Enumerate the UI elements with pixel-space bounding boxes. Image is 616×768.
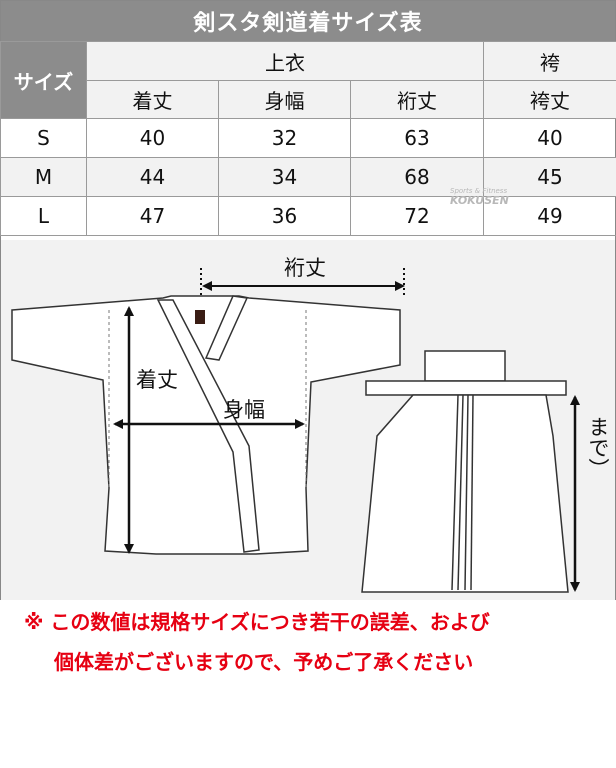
value-cell: 40 [483, 118, 616, 158]
value-cell: 63 [349, 118, 485, 158]
table-row: L 47 36 72 49 [0, 196, 616, 236]
size-cell: M [0, 157, 87, 197]
logo-tagline: Sports & Fitness [450, 187, 508, 195]
table-row: S 40 32 63 40 [0, 118, 616, 158]
disclaimer-line-2: 個体差がございますので、予めご了承ください [54, 650, 474, 674]
column-header: 着丈 [86, 80, 219, 119]
size-cell: S [0, 118, 87, 158]
hakama-length-note: （腰板下～裾まで） [586, 416, 610, 479]
value-cell: 36 [218, 196, 351, 236]
length-label: 着丈 [136, 368, 178, 392]
sleeve-length-label: 裄丈 [284, 256, 326, 280]
garment-diagram: 裄丈 着丈 身幅 袴丈（腰板下～裾まで） [1, 240, 615, 600]
value-cell: 47 [86, 196, 219, 236]
disclaimer-line-1: ※ この数値は規格サイズにつき若干の誤差、および [24, 610, 490, 634]
jacket-group-header: 上衣 [85, 41, 485, 81]
value-cell: 32 [218, 118, 351, 158]
size-table: サイズ 上衣 袴 着丈 身幅 裄丈 袴丈 S 40 32 63 40 M 44 … [0, 41, 616, 236]
value-cell: 45 [483, 157, 616, 197]
body-width-label: 身幅 [223, 398, 265, 422]
value-cell: 49 [483, 196, 616, 236]
collar-tag [195, 310, 205, 324]
value-cell: 34 [218, 157, 351, 197]
hakama-length-label: 袴丈（腰板下～裾まで） [583, 416, 616, 600]
logo-brand: KOKUSEN [450, 194, 509, 207]
jacket-collar [156, 295, 260, 553]
value-cell: 44 [86, 157, 219, 197]
column-header: 裄丈 [349, 80, 485, 119]
size-header: サイズ [0, 41, 87, 119]
value-cell: 40 [86, 118, 219, 158]
size-cell: L [0, 196, 87, 236]
table-row: M 44 34 68 45 [0, 157, 616, 197]
column-header: 身幅 [218, 80, 351, 119]
hakama-group-header: 袴 [483, 41, 616, 81]
hakama-outline [361, 350, 569, 593]
page-title: 剣スタ剣道着サイズ表 [1, 1, 615, 41]
disclaimer-note: ※ この数値は規格サイズにつき若干の誤差、および 個体差がございますので、予めご… [0, 600, 616, 768]
brand-logo: Sports & Fitness KOKUSEN [450, 186, 509, 206]
column-header: 袴丈 [483, 80, 616, 119]
value-cell: 72 [349, 196, 485, 236]
garment-illustration [11, 268, 580, 593]
